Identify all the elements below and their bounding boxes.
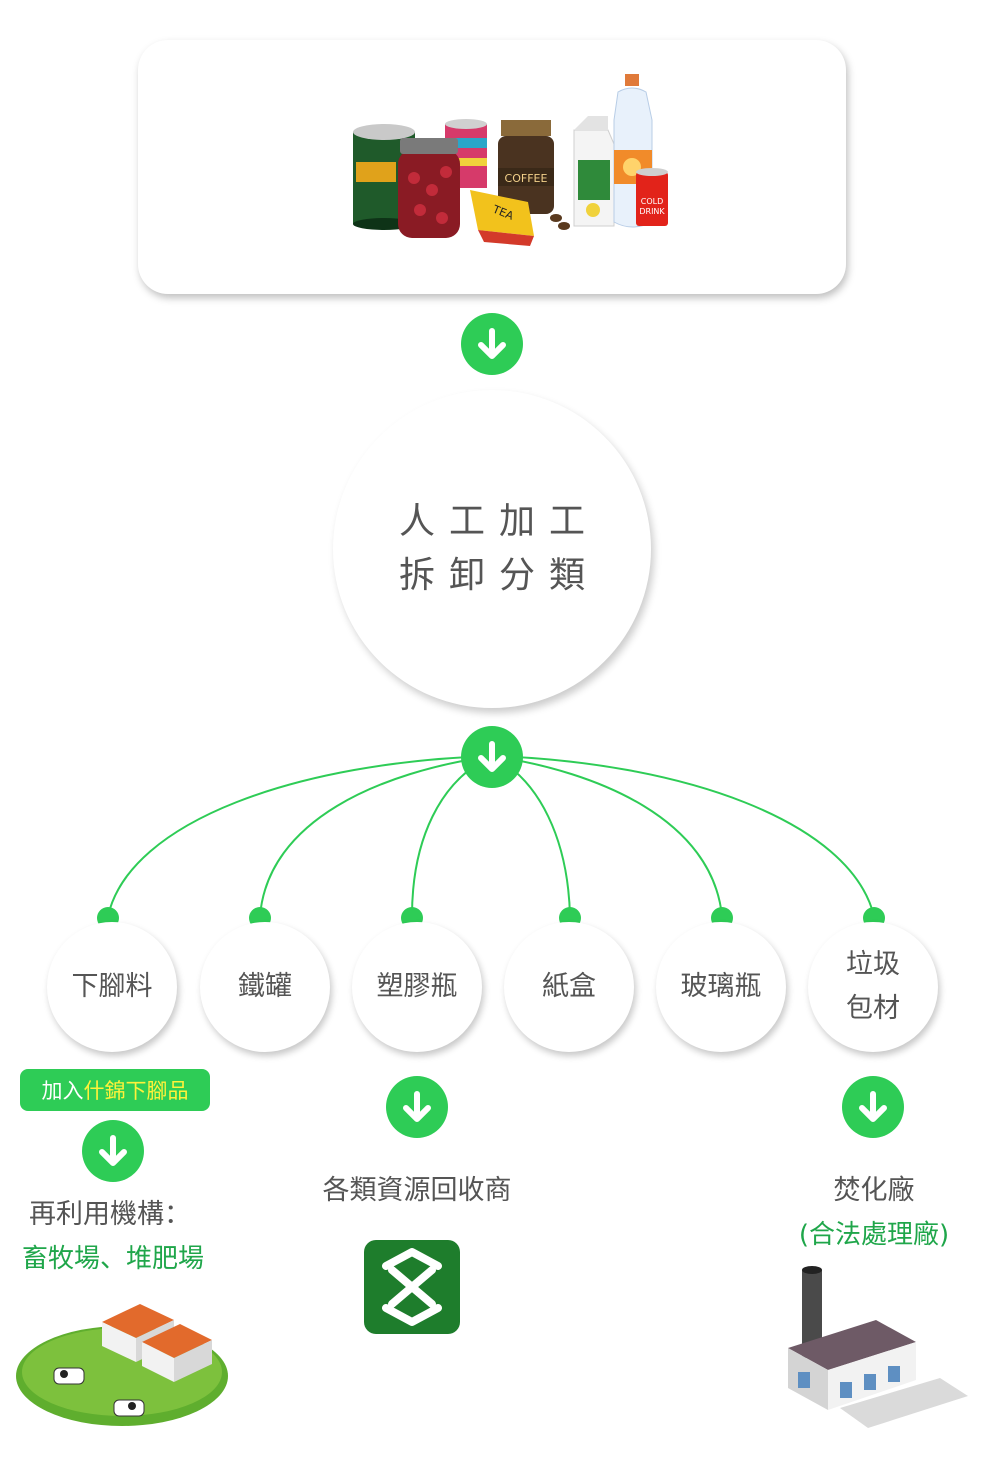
arrow-down-circle-icon: [461, 313, 523, 375]
arrow-down-circle-icon: [842, 1076, 904, 1138]
arrow-down-circle-icon: [82, 1120, 144, 1182]
recycle-symbol-icon: [364, 1240, 460, 1334]
coffee-jar-icon: COFFEE: [498, 120, 554, 214]
incinerator-subtitle: (合法處理廠): [798, 1220, 950, 1250]
tag-prefix: 加入: [41, 1079, 84, 1103]
category-label: 玻璃瓶: [680, 971, 762, 1002]
category-label: 塑膠瓶: [376, 971, 458, 1002]
reuse-subtitle: 畜牧場、堆肥場: [21, 1244, 204, 1274]
reuse-title: 再利用機構：: [29, 1199, 191, 1230]
category-node-paper: 紙盒: [504, 922, 634, 1052]
tag-highlight: 什錦下腳品: [83, 1079, 189, 1103]
category-label: 包材: [846, 993, 900, 1024]
drink-label: DRINK: [639, 207, 665, 216]
category-label: 下腳料: [71, 971, 153, 1002]
category-label: 紙盒: [542, 971, 596, 1002]
tea-box-icon: TEA: [470, 190, 534, 246]
cow-icon: [53, 1367, 145, 1417]
category-node-cans: 鐵罐: [200, 922, 330, 1052]
cold-drink-can-icon: COLD DRINK: [636, 168, 668, 226]
factory-illustration: [788, 1266, 968, 1428]
category-node-plastic: 塑膠瓶: [352, 922, 482, 1052]
arrow-down-circle-icon: [461, 726, 523, 788]
category-label: 鐵罐: [238, 971, 292, 1002]
farmhouse-icon: [102, 1304, 212, 1382]
category-node-waste: 垃圾 包材: [808, 922, 938, 1052]
arrow-down-circle-icon: [386, 1076, 448, 1138]
scraps-tag: 加入什錦下腳品: [20, 1069, 210, 1111]
food-packaging-illustration: COFFEE TEA COLD DRINK: [353, 74, 668, 246]
carton-icon: [573, 116, 615, 227]
cherry-jar-icon: [398, 138, 460, 238]
process-circle: 人工加工 拆卸分類: [333, 390, 651, 708]
coffee-label: COFFEE: [505, 172, 548, 185]
food-packaging-card: COFFEE TEA COLD DRINK: [138, 40, 846, 294]
process-line-2: 拆卸分類: [398, 555, 599, 596]
farm-illustration: [16, 1304, 228, 1426]
category-node-scraps: 下腳料: [47, 922, 177, 1052]
category-label: 垃圾: [846, 949, 900, 980]
category-node-glass: 玻璃瓶: [656, 922, 786, 1052]
recycler-title: 各類資源回收商: [322, 1175, 512, 1206]
process-line-1: 人工加工: [398, 501, 599, 542]
incinerator-title: 焚化廠: [833, 1175, 915, 1206]
cold-label: COLD: [641, 197, 664, 206]
